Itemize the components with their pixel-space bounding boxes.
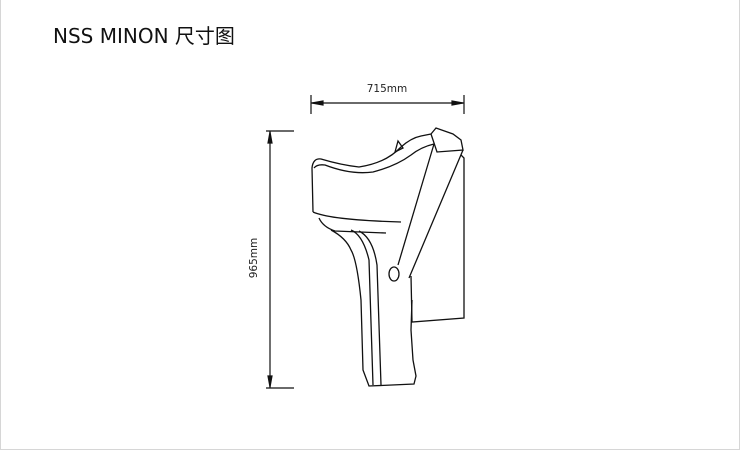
height-label: 965mm: [248, 238, 260, 279]
shampoo-chair-drawing: [311, 127, 465, 387]
width-dimension-line: [310, 95, 465, 114]
width-label: 715mm: [367, 83, 408, 95]
height-dimension-line: [266, 130, 294, 389]
page-title: NSS MINON 尺寸图: [53, 24, 235, 48]
